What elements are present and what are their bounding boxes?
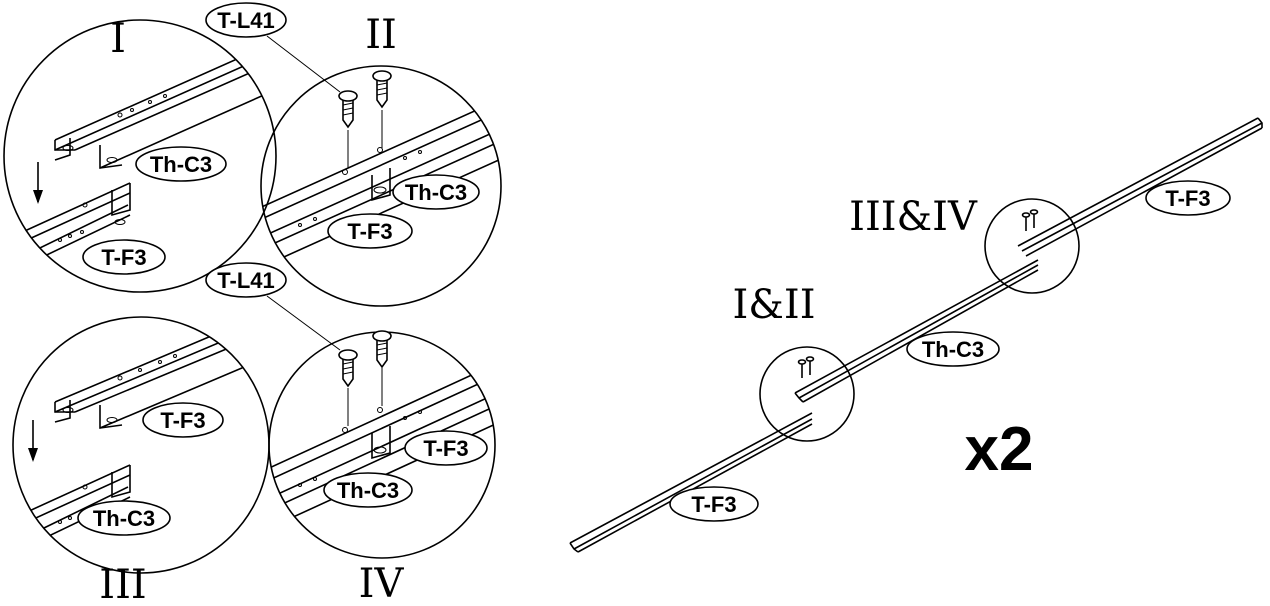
step-3-upper-label-oval <box>142 402 224 438</box>
step-2-screw-left <box>338 90 358 129</box>
step-1-lower-label: T-F3 <box>101 245 146 270</box>
step-2-lower-label: T-F3 <box>347 219 392 244</box>
step-1-detail-circle <box>3 19 277 293</box>
step-4-leader-line <box>266 295 341 351</box>
rail-middle <box>794 259 1039 403</box>
joint-a-label: I&II <box>732 282 815 328</box>
overview-middle-label: Th-C3 <box>922 337 984 362</box>
step-2-detail-circle <box>260 65 502 307</box>
step-3-upper-label: T-F3 <box>160 408 205 433</box>
overview-middle-label-oval <box>906 331 1000 367</box>
step-2-upper-label-oval <box>392 174 480 210</box>
step-4-upper-label-oval <box>404 430 488 466</box>
step-1-lower-label-oval <box>82 239 166 275</box>
step-4-lower-label: Th-C3 <box>337 478 399 503</box>
step-3-numeral: III <box>99 562 146 606</box>
step-2-screw-label-oval <box>205 2 287 38</box>
step-3-detail: III T-F3 Th-C3 <box>12 316 270 606</box>
step-2-upper-label: Th-C3 <box>405 180 467 205</box>
step-3-lower-label-oval <box>77 500 171 536</box>
step-1-detail: I Th-C3 T-F3 <box>3 16 277 293</box>
step-2-lower-label-oval <box>327 213 413 249</box>
overview-left-label: T-F3 <box>691 492 736 517</box>
step-4-screw-right <box>372 330 392 369</box>
overview-right-label: T-F3 <box>1165 186 1210 211</box>
step-2-rails <box>261 94 501 271</box>
step-2-detail: II T-L41 Th-C3 T-F3 <box>205 2 502 307</box>
step-1-numeral: I <box>110 16 126 62</box>
step-4-detail: IV T-L41 T-F3 Th-C3 <box>205 262 496 606</box>
quantity-label: x2 <box>965 415 1034 484</box>
step-4-screw-label-oval <box>205 262 287 298</box>
step-3-lower-label: Th-C3 <box>93 506 155 531</box>
step-3-rails <box>13 317 269 558</box>
step-4-screw-left <box>338 349 358 388</box>
step-4-rails <box>269 361 495 531</box>
joint-circle-b <box>984 198 1080 294</box>
step-1-upper-label: Th-C3 <box>150 152 212 177</box>
joint-b-label: III&IV <box>849 194 978 240</box>
joint-b-screws <box>1021 209 1039 231</box>
overview-assembly: I&II III&IV T-F3 Th-C3 T-F3 x2 <box>569 117 1263 553</box>
overview-right-label-oval <box>1145 180 1231 216</box>
step-2-screw-right <box>372 70 392 109</box>
step-4-screw-label: T-L41 <box>217 268 274 293</box>
joint-circle-a <box>759 346 855 442</box>
step-2-numeral: II <box>365 12 397 58</box>
step-4-lower-label-oval <box>323 472 413 508</box>
step-1-upper-label-oval <box>135 146 227 182</box>
rail-right <box>1017 117 1263 257</box>
step-4-numeral: IV <box>359 561 405 606</box>
step-4-upper-label: T-F3 <box>423 436 468 461</box>
overview-left-label-oval <box>669 486 759 522</box>
step-1-rails <box>4 21 276 276</box>
joint-a-screws <box>797 356 815 378</box>
step-2-leader-line <box>266 35 341 93</box>
step-2-screw-label: T-L41 <box>217 8 274 33</box>
rail-left <box>569 412 813 553</box>
